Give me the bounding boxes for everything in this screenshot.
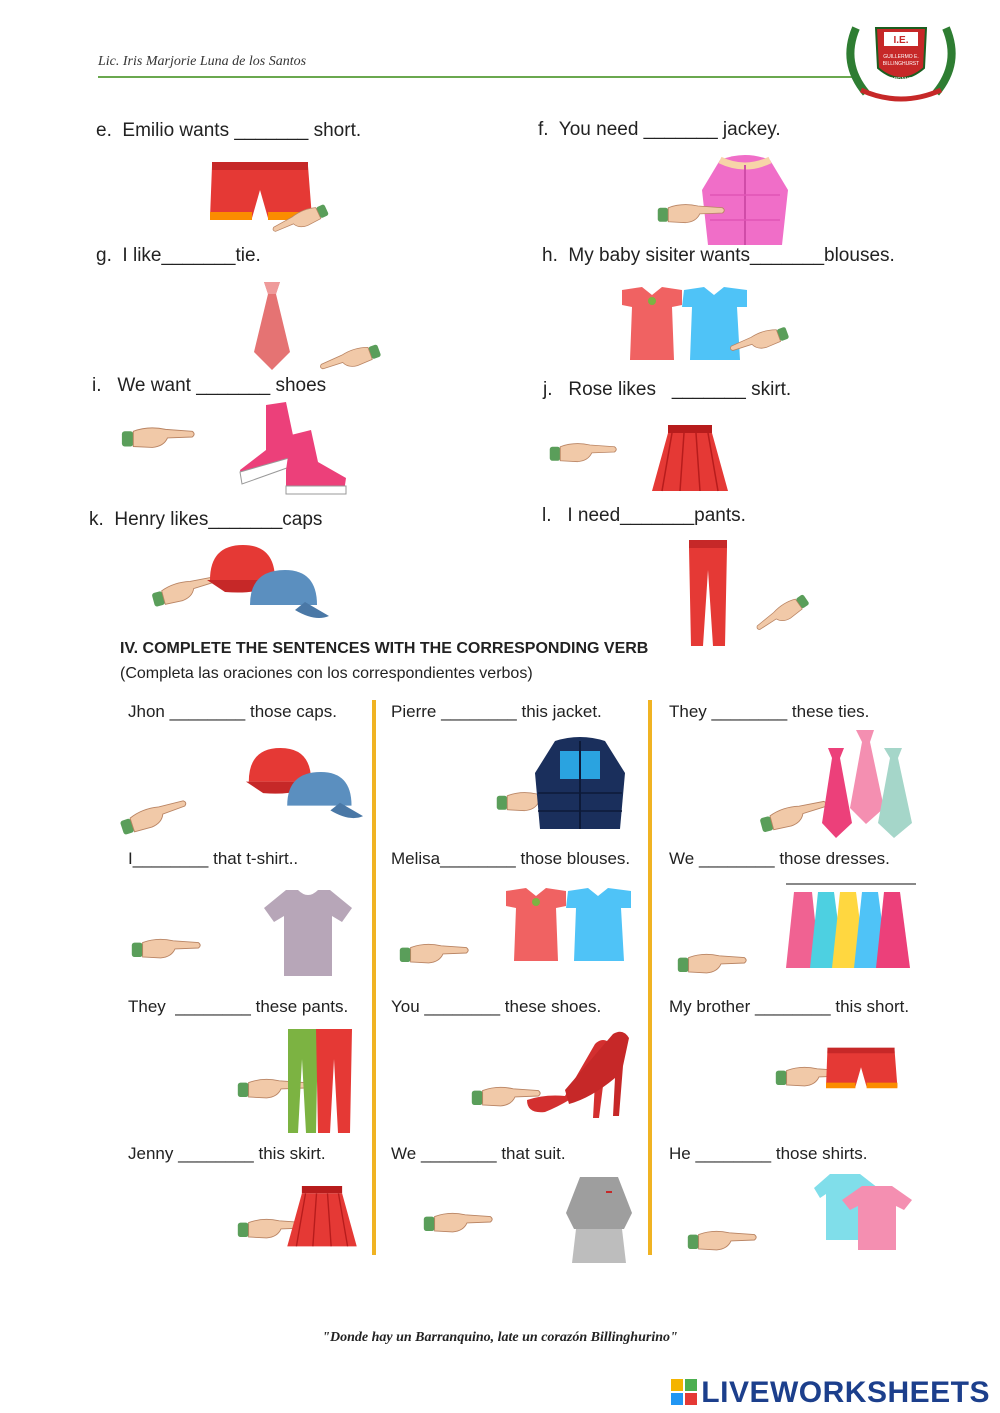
sentence: He ________ those shirts. (669, 1144, 868, 1163)
section-title: IV. COMPLETE THE SENTENCES WITH THE CORR… (120, 640, 649, 657)
blank[interactable]: ________ (440, 849, 516, 868)
blank[interactable]: ________ (711, 702, 788, 721)
jacket-image (702, 155, 788, 245)
blouses-image (506, 888, 631, 961)
svg-text:GUILLERMO E.: GUILLERMO E. (883, 54, 919, 60)
question-e: e. Emilio wants _______ short. (96, 120, 362, 141)
blank[interactable]: _______ (196, 375, 271, 396)
blank[interactable]: _______ (671, 379, 746, 400)
pants-image (288, 1029, 352, 1133)
tie-image (254, 282, 290, 370)
sneakers-image (239, 402, 347, 495)
dresses-image (786, 883, 916, 968)
sentence: We ________ that suit. (391, 1144, 566, 1163)
blank[interactable]: _______ (620, 505, 695, 526)
column-divider (372, 700, 376, 1255)
blank[interactable]: _______ (643, 119, 718, 140)
hand-pointer-icon (758, 795, 830, 835)
blouses-image (622, 287, 747, 360)
hand-pointer-icon (548, 434, 618, 470)
column-divider (648, 700, 652, 1255)
question-g: g. I like_______tie. (96, 245, 261, 266)
question-l: l. I need_______pants. (542, 505, 746, 526)
sentence: Jhon ________ those caps. (128, 702, 337, 721)
blank[interactable]: ________ (698, 849, 775, 868)
blank[interactable]: _______ (208, 509, 283, 530)
caps-image (207, 545, 329, 618)
hand-pointer-icon (728, 320, 790, 362)
suit-image (566, 1177, 632, 1263)
caps-image (245, 748, 364, 819)
svg-text:BILLINGHURST: BILLINGHURST (883, 61, 919, 67)
hand-pointer-icon (422, 1204, 494, 1240)
hand-pointer-icon (112, 418, 204, 456)
hand-pointer-icon (130, 930, 202, 966)
header-rule (98, 76, 858, 78)
sentence: They ________ these ties. (669, 702, 870, 721)
sentence: Melisa________ those blouses. (391, 849, 631, 868)
hand-pointer-icon (318, 338, 382, 380)
blank[interactable]: _______ (234, 120, 309, 141)
hand-pointer-icon (686, 1222, 758, 1258)
hand-pointer-icon (398, 935, 470, 971)
liveworksheets-brand: LIVEWORKSHEETS (671, 1376, 990, 1410)
sentence: I________ that t-shirt.. (128, 849, 299, 868)
blank[interactable]: ________ (178, 1144, 254, 1163)
question-j: j. Rose likes _______ skirt. (543, 379, 792, 400)
footer-quote: "Donde hay un Barranquino, late un coraz… (322, 1330, 678, 1345)
sentence: You ________ these shoes. (391, 997, 602, 1016)
sentence: Jenny ________ this skirt. (128, 1144, 326, 1163)
shorts-image (826, 1047, 898, 1089)
question-h: h. My baby sisiter wants_______blouses. (542, 245, 895, 266)
tshirt-image (264, 890, 352, 976)
sentence: We ________ those dresses. (669, 849, 890, 868)
puffer-jacket-image (535, 737, 625, 829)
blank[interactable]: _______ (161, 245, 236, 266)
skirt-image (287, 1186, 357, 1247)
question-k: k. Henry likes_______caps (89, 509, 323, 530)
author-name: Lic. Iris Marjorie Luna de los Santos (98, 54, 307, 69)
blank[interactable]: ________ (420, 1144, 497, 1163)
pants-image (689, 540, 727, 646)
blank[interactable]: ________ (169, 702, 246, 721)
svg-text:I.E.: I.E. (893, 35, 908, 46)
school-seal-logo: I.E. GUILLERMO E. BILLINGHURST BARRANCA (846, 26, 956, 102)
blank[interactable]: ________ (424, 997, 501, 1016)
section-subtitle: (Completa las oraciones con los correspo… (120, 665, 533, 682)
hand-pointer-icon (270, 195, 330, 245)
hand-pointer-icon (118, 795, 190, 837)
sentence: Pierre ________ this jacket. (391, 702, 602, 721)
shirts-image (814, 1174, 912, 1250)
question-i: i. We want _______ shoes (92, 375, 327, 396)
blank[interactable]: ________ (695, 1144, 772, 1163)
hand-pointer-icon (676, 945, 748, 981)
liveworksheets-logo-icon (671, 1379, 698, 1405)
hand-pointer-icon (752, 590, 812, 638)
svg-text:BARRANCA: BARRANCA (887, 77, 915, 83)
blank[interactable]: ________ (175, 997, 251, 1016)
sentence: They ________ these pants. (128, 997, 349, 1016)
sentence: My brother ________ this short. (669, 997, 910, 1016)
blank[interactable]: _______ (750, 245, 825, 266)
blank[interactable]: ________ (441, 702, 517, 721)
skirt-image (652, 425, 728, 492)
shorts-image (210, 162, 312, 220)
blank[interactable]: ________ (132, 849, 209, 868)
question-f: f. You need _______ jackey. (538, 119, 781, 140)
hand-pointer-icon (656, 195, 726, 231)
high-heels-image (527, 1031, 629, 1118)
ties-image (822, 730, 912, 838)
blank[interactable]: ________ (754, 997, 831, 1016)
